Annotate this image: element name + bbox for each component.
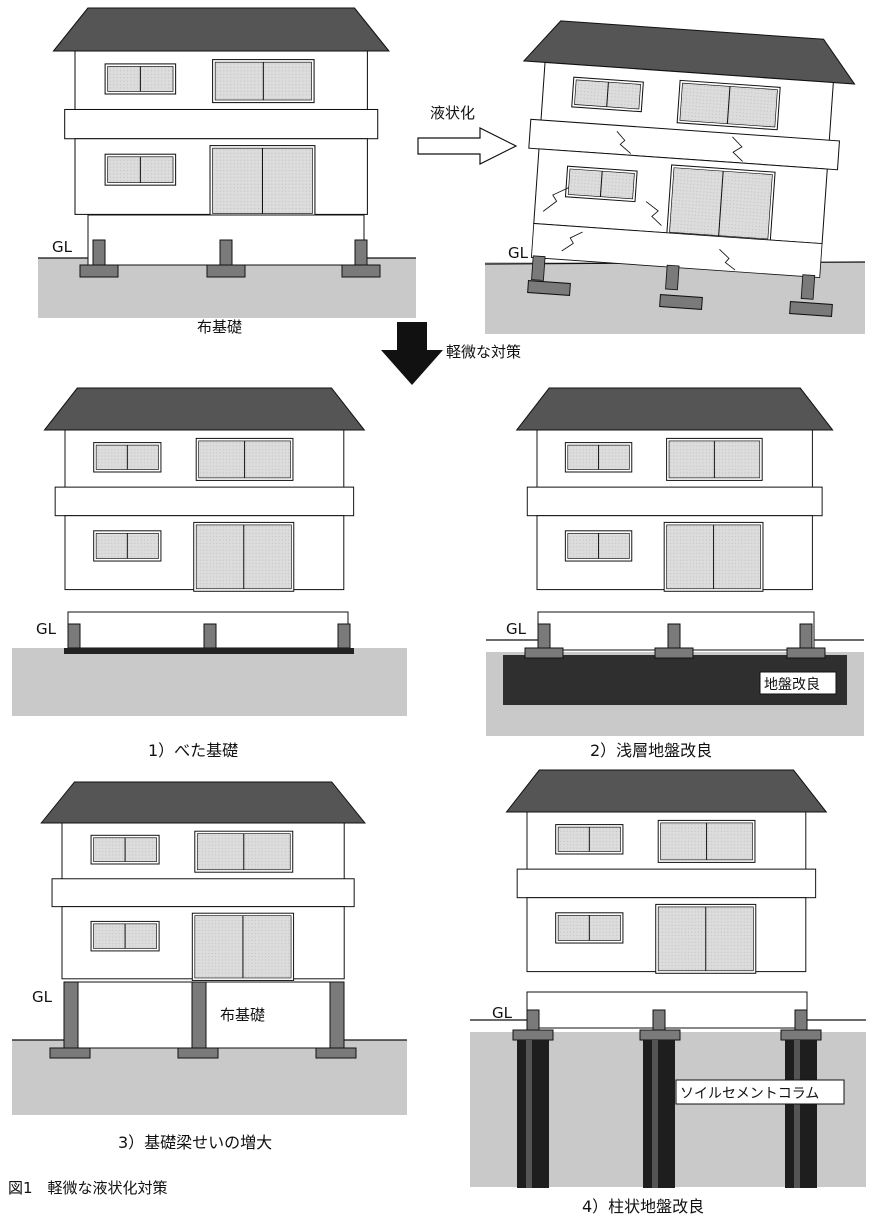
caption-columnar-improvement: 4）柱状地盤改良 xyxy=(582,1197,704,1216)
soil-cement-column xyxy=(643,1040,675,1188)
gl-label: GL xyxy=(506,620,527,638)
ground-improvement-label: 地盤改良 xyxy=(764,677,820,693)
strip-foundation-label: 布基礎 xyxy=(220,1006,265,1024)
footing xyxy=(219,239,233,266)
option-mat-foundation: GL 1）べた基礎 xyxy=(12,387,407,760)
option-columnar-improvement: ソイルセメントコラム GL 4）柱状地盤改良 xyxy=(470,769,866,1216)
liquefaction-label: 液状化 xyxy=(430,104,475,122)
caption-mat-foundation: 1）べた基礎 xyxy=(148,741,238,760)
gl-label: GL xyxy=(508,244,529,262)
minor-measures-label: 軽微な対策 xyxy=(446,343,521,361)
figure-caption: 図1 軽微な液状化対策 xyxy=(8,1179,168,1197)
soil-cement-column xyxy=(785,1040,817,1188)
caption-shallow-improvement: 2）浅層地盤改良 xyxy=(590,741,712,760)
gl-label: GL xyxy=(36,620,57,638)
gl-label: GL xyxy=(52,238,73,256)
gl-label: GL xyxy=(32,988,53,1006)
house-liquefied: GL xyxy=(484,18,866,334)
option-deeper-beam: 布基礎 GL 3）基礎梁せいの増大 xyxy=(12,781,407,1152)
footing xyxy=(354,239,368,266)
house-original: GL 布基礎 xyxy=(38,7,416,336)
soil-cement-column xyxy=(517,1040,549,1188)
option-shallow-improvement: 地盤改良 GL 2）浅層地盤改良 xyxy=(486,387,864,760)
liquefaction-arrow: 液状化 xyxy=(417,104,518,165)
footing xyxy=(92,239,106,266)
gl-label: GL xyxy=(492,1004,513,1022)
measures-arrow: 軽微な対策 xyxy=(381,322,521,385)
soil-cement-column-label: ソイルセメントコラム xyxy=(680,1086,819,1102)
strip-foundation-label: 布基礎 xyxy=(197,318,242,336)
caption-deeper-beam: 3）基礎梁せいの増大 xyxy=(118,1133,272,1152)
mat-slab xyxy=(64,648,354,654)
ground xyxy=(12,648,407,716)
